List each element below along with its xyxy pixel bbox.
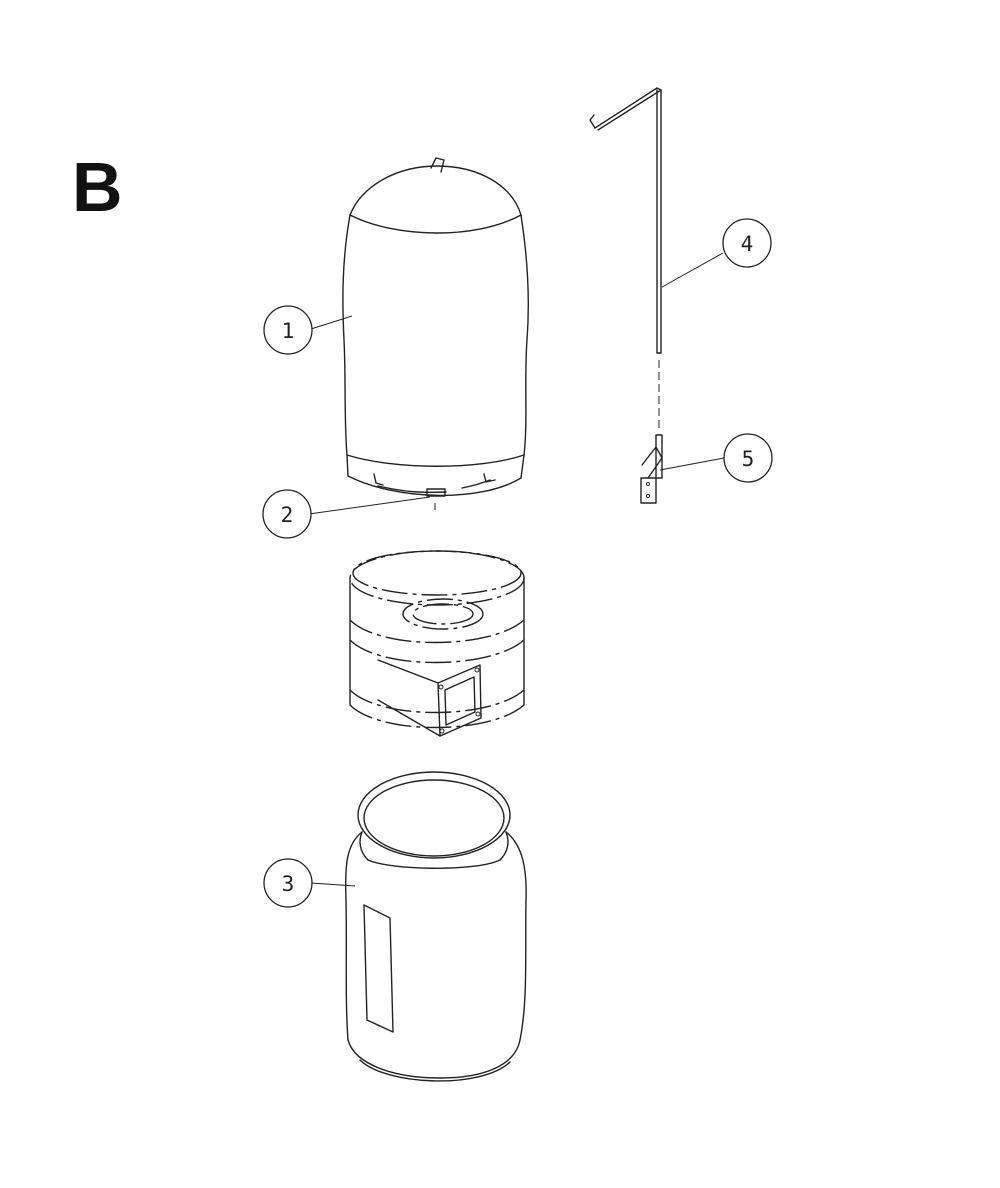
callout-3: 3 xyxy=(263,858,313,908)
filter-bag xyxy=(342,157,530,510)
collection-bag xyxy=(344,771,527,1082)
callout-1: 1 xyxy=(263,305,313,355)
callout-4-label: 4 xyxy=(741,232,754,256)
support-rod xyxy=(589,87,662,432)
section-letter: B xyxy=(72,148,123,226)
callout-2-label: 2 xyxy=(281,503,294,527)
callout-2: 2 xyxy=(262,489,312,539)
collar-ring xyxy=(349,550,525,737)
callout-5: 5 xyxy=(723,433,773,483)
hanger-bracket xyxy=(640,434,663,504)
callout-1-label: 1 xyxy=(282,319,295,343)
callout-3-label: 3 xyxy=(282,872,295,896)
callout-5-label: 5 xyxy=(742,447,755,471)
leader-lines xyxy=(308,252,725,887)
callout-4: 4 xyxy=(722,218,772,268)
